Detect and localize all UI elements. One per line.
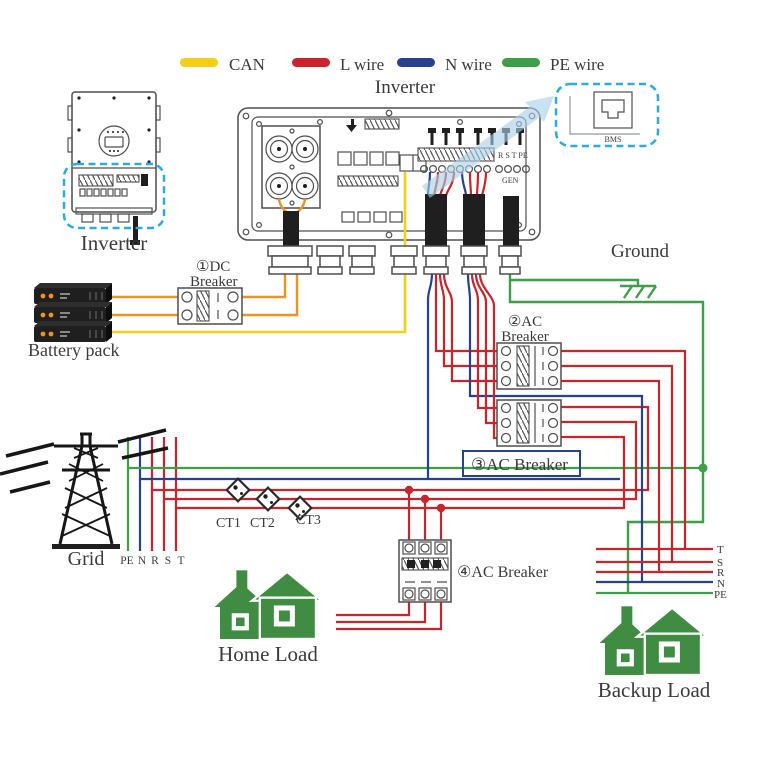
ac-breaker-2-label-line1: ②AC — [508, 314, 542, 330]
inverter-grid-n-wire — [426, 273, 434, 479]
control-board — [337, 118, 427, 223]
legend: CAN L wire N wire PE wire — [180, 55, 604, 74]
home-load: Home Load — [213, 569, 324, 666]
svg-text:N: N — [717, 578, 725, 590]
svg-text:N: N — [138, 555, 147, 567]
dc-breaker-label-line2: Breaker — [190, 274, 237, 290]
battery-pack-label: Battery pack — [28, 340, 119, 360]
r-bus — [152, 405, 650, 492]
home-load-houses-icon — [213, 569, 324, 641]
legend-label-n-wire: N wire — [445, 55, 492, 74]
inverter-unit: Inverter — [62, 91, 166, 255]
grid-label: Grid — [68, 548, 105, 570]
backup-load-houses-icon — [598, 605, 709, 677]
ac4-out-2 — [336, 602, 427, 624]
legend-label-pe-wire: PE wire — [550, 55, 604, 74]
svg-text:T: T — [717, 544, 724, 556]
gen-terminal-label: GEN — [502, 176, 519, 185]
svg-text:S: S — [717, 557, 723, 569]
ct-sensors: CT1 CT2 CT3 — [216, 477, 321, 531]
inverter-title: Inverter — [375, 77, 436, 98]
dc-breaker: ①DC Breaker — [177, 259, 243, 325]
ct-3-label: CT3 — [296, 513, 321, 528]
ac4-out-1 — [336, 602, 411, 617]
ct-2-label: CT2 — [250, 516, 275, 531]
grid-cable — [425, 194, 447, 248]
s-bus — [164, 420, 638, 501]
inverter-backup-n-wire — [466, 273, 644, 582]
dc-breaker-out-wire-1 — [242, 274, 287, 299]
ac4-out-3 — [336, 602, 443, 631]
unit-terminal-highlight — [62, 162, 166, 230]
legend-swatch-pe-wire — [502, 58, 540, 67]
pe-ground-branch — [510, 278, 640, 286]
battery-terminal-block — [261, 125, 321, 209]
ac2-out-t — [561, 349, 687, 549]
pe-main-wire — [508, 274, 705, 593]
grid-tower: Grid PE N R S T — [0, 428, 185, 570]
inverter-backup-l1-wire — [470, 273, 500, 410]
ct-1-label: CT1 — [216, 516, 241, 531]
ac-breaker-4-label: ④AC Breaker — [457, 564, 549, 581]
battery-pack: Battery pack — [28, 283, 119, 360]
legend-swatch-can — [180, 58, 218, 67]
svg-text:PE: PE — [120, 555, 133, 567]
ac-breaker-4: ④AC Breaker — [398, 539, 549, 603]
battery-module — [34, 302, 112, 323]
unit-cable — [133, 216, 138, 240]
ac-breaker-3-label-box — [462, 450, 581, 477]
svg-text:R: R — [151, 555, 159, 567]
battery-module — [34, 283, 112, 304]
bms-box: BMS — [554, 82, 660, 148]
inverter-grid-l2-wire — [438, 273, 500, 368]
legend-swatch-l-wire — [292, 58, 330, 67]
inverter-unit-label: Inverter — [81, 231, 147, 255]
battery-module — [34, 321, 112, 342]
bms-arrow-icon — [422, 96, 554, 198]
rst-pe-terminal-label: R S T PE — [498, 151, 528, 160]
inverter-backup-l3-wire — [478, 273, 500, 440]
inverter-backup-l2-wire — [474, 273, 500, 425]
legend-label-l-wire: L wire — [340, 55, 384, 74]
legend-label-can: CAN — [229, 55, 265, 74]
pe-cable — [503, 196, 519, 246]
backup-load-label: Backup Load — [598, 678, 711, 702]
backup-load: Backup Load T S R N PE — [598, 544, 727, 702]
ac-breaker-2: ②AC Breaker — [496, 314, 562, 390]
unit-terminal-section — [75, 174, 153, 245]
battery-cable — [283, 211, 299, 248]
ac-breaker-2-label-line2: Breaker — [501, 329, 548, 345]
svg-text:R: R — [717, 567, 725, 579]
wires — [106, 273, 713, 631]
ac2-out-r — [561, 379, 661, 572]
cable-glands — [267, 245, 522, 275]
inverter-wiring-box: R S T PE GEN — [237, 96, 554, 275]
backup-phase-labels: T S R N PE — [714, 544, 727, 601]
home-load-label: Home Load — [218, 642, 318, 666]
backup-cable — [463, 194, 485, 248]
ground-symbol: Ground — [611, 241, 670, 299]
dc-breaker-out-wire-2 — [242, 274, 299, 317]
dc-breaker-label-line1: ①DC — [196, 259, 230, 275]
legend-swatch-n-wire — [397, 58, 435, 67]
ground-label: Ground — [611, 241, 670, 262]
rj45-port-icon — [593, 91, 633, 129]
bms-label: BMS — [605, 135, 622, 144]
svg-text:PE: PE — [714, 589, 727, 601]
ac-breaker-3: ③AC Breaker — [462, 399, 581, 477]
display-emblem — [98, 125, 130, 157]
svg-text:S: S — [165, 555, 171, 567]
grid-phase-labels: PE N R S T — [120, 555, 184, 567]
t-bus — [176, 435, 626, 510]
ac-breaker-3-label: ③AC Breaker — [471, 455, 568, 474]
can-bus-wire — [106, 274, 407, 334]
inverter-grid-l1-wire — [434, 274, 500, 353]
svg-text:T: T — [177, 555, 184, 567]
ac2-out-s — [561, 364, 674, 562]
junction-dots — [404, 463, 708, 513]
inverter-grid-l3-wire — [442, 273, 500, 383]
